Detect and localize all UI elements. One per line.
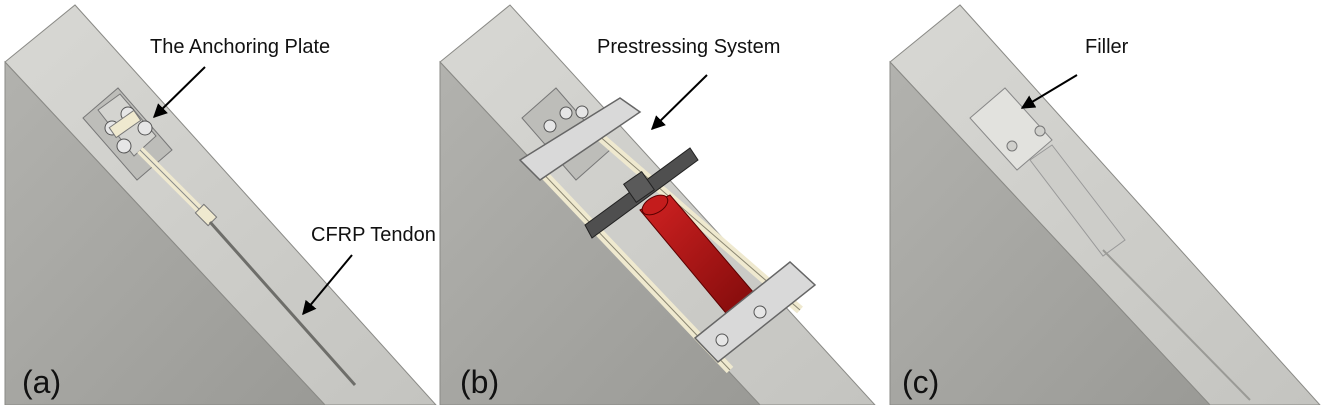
callout-prestressing-system: Prestressing System: [597, 36, 780, 130]
prestressing-system: [518, 97, 817, 374]
callout-filler: Filler: [1020, 36, 1129, 109]
tendon-a: [137, 147, 357, 386]
panel-label-c: (c): [902, 364, 939, 400]
callout-text: Prestressing System: [597, 36, 780, 58]
panel-label-a: (a): [22, 364, 61, 400]
panel-b: Prestressing System (b): [439, 4, 876, 405]
filler-c: [969, 87, 1251, 401]
callout-anchoring-plate: The Anchoring Plate: [150, 36, 330, 118]
panel-c: Filler (c): [889, 4, 1321, 405]
callout-text: CFRP Tendon: [311, 224, 436, 246]
concrete-beam-a: [4, 4, 437, 405]
callout-text: The Anchoring Plate: [150, 36, 330, 58]
callout-cfrp-tendon: CFRP Tendon: [302, 224, 436, 316]
panel-label-b: (b): [460, 364, 499, 400]
callout-text: Filler: [1085, 36, 1129, 58]
concrete-beam-c: [889, 4, 1321, 405]
panel-a: The Anchoring Plate CFRP Tendon (a): [4, 4, 437, 405]
